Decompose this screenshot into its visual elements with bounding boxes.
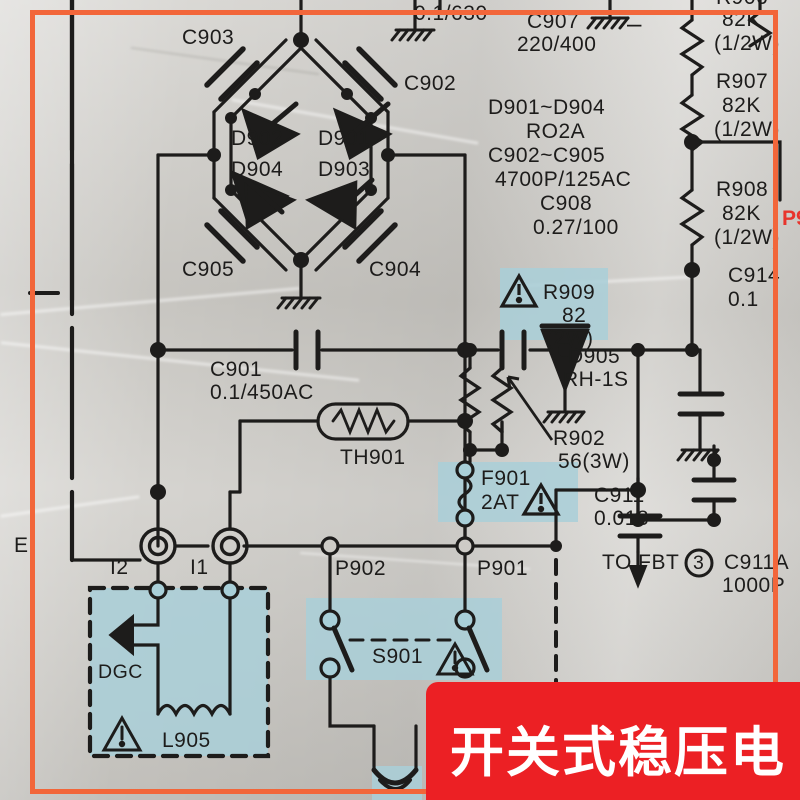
warning-triangle-f901 [521, 481, 561, 516]
note-line-6: 0.27/100 [533, 216, 619, 239]
label-d905-type: RH-1S [563, 368, 629, 391]
label-c904: C904 [369, 258, 422, 281]
label-i2: I2 [110, 556, 129, 579]
label-l905: L905 [162, 729, 211, 752]
bridge-capacitors [204, 46, 398, 264]
note-line-4: 4700P/125AC [495, 168, 632, 191]
label-d902: D902 [231, 127, 284, 150]
label-p901: P901 [477, 557, 529, 580]
label-r907-wattage: (1/2W) [714, 118, 780, 141]
junction-dots [150, 32, 721, 552]
label-d905: D905 [568, 345, 621, 368]
label-d901: D901 [318, 127, 371, 150]
label-c907: C907 [527, 10, 580, 33]
label-d903: D903 [318, 158, 371, 181]
label-to-fbt: TO FBT [602, 551, 680, 574]
note-line-2: RO2A [526, 120, 586, 143]
label-r909: R909 [543, 281, 596, 304]
label-c907-value: 220/400 [517, 33, 597, 56]
label-r907: R907 [716, 70, 769, 93]
label-f901-value: 2AT [481, 491, 520, 514]
label-c911a-value: 1000P [722, 574, 786, 597]
label-fbt-pin-number: 3 [693, 552, 705, 574]
note-line-5: C908 [540, 192, 593, 215]
label-c911: C911 [594, 484, 645, 507]
label-r902: R902 [553, 427, 606, 450]
label-c905: C905 [182, 258, 235, 281]
label-c901-value: 0.1/450AC [210, 381, 314, 404]
label-r906-wattage: (1/2W) [714, 32, 780, 55]
banner-title: 开关式稳压电源 [450, 721, 786, 784]
label-r906: R906 [716, 0, 768, 10]
label-r902-value: 56(3W) [558, 450, 630, 473]
label-e: E [14, 534, 29, 557]
label-r909-wattage: (2W) [546, 327, 594, 350]
label-r908-wattage: (1/2W) [714, 226, 780, 249]
label-r908: R908 [716, 178, 769, 201]
label-s901: S901 [372, 645, 424, 668]
label-edge-p9: P9 [782, 207, 800, 230]
label-i1: I1 [190, 556, 209, 579]
highlight-dgc [90, 588, 268, 756]
label-d904: D904 [231, 158, 284, 181]
label-f901: F901 [481, 467, 531, 490]
label-c914-value: 0.1 [728, 288, 759, 311]
warning-triangle-r909 [499, 272, 539, 308]
label-c911a: C911A [724, 551, 790, 574]
label-c914: C914 [728, 264, 781, 287]
label-r909-value: 82 [562, 304, 587, 327]
label-c902: C902 [404, 72, 457, 95]
label-c901: C901 [210, 358, 263, 381]
note-line-1: D901~D904 [488, 96, 606, 119]
fbt-pin-circle [684, 548, 714, 578]
orange-highlight-frame [30, 10, 778, 794]
wires [28, 0, 782, 791]
r902-leader-line [506, 375, 554, 441]
note-line-3: C902~C905 [488, 144, 606, 167]
label-c903: C903 [182, 26, 235, 49]
label-c911-value: 0.018 [594, 507, 650, 530]
label-p902: P902 [335, 557, 387, 580]
title-banner: 开关式稳压电源 [426, 682, 800, 800]
label-th901: TH901 [340, 446, 406, 469]
label-c907-polarity: – [627, 8, 642, 38]
label-r908-value: 82K [722, 202, 761, 225]
label-dgc: DGC [98, 661, 143, 683]
label-r907-value: 82K [722, 94, 761, 117]
